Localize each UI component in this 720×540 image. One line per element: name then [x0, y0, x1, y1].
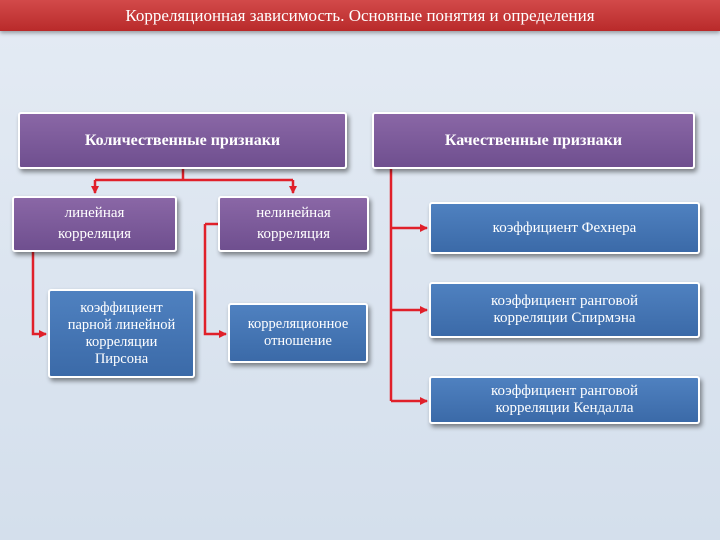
- pearson-line2: парной линейной: [67, 316, 176, 333]
- arrow-to-pearson: [31, 252, 47, 338]
- box-linear-correlation: линейная корреляция: [12, 196, 177, 252]
- pearson-line4: Пирсона: [94, 350, 149, 367]
- ratio-line1: корреляционное: [247, 316, 349, 332]
- spearman-line1: коэффициент ранговой: [491, 293, 638, 309]
- ratio-line2: отношение: [264, 333, 332, 349]
- box-qualitative: Качественные признаки: [372, 112, 695, 169]
- box-correlation-ratio: корреляционное отношение: [228, 303, 368, 363]
- pearson-line3: корреляции: [85, 333, 158, 350]
- box-pearson: коэффициент парной линейной корреляции П…: [48, 289, 195, 378]
- arrow-to-ratio: [203, 224, 227, 338]
- box-kendall: коэффициент ранговой корреляции Кендалла: [429, 376, 700, 424]
- nonlinear-line2: корреляция: [256, 226, 331, 242]
- box-fechner: коэффициент Фехнера: [429, 202, 700, 254]
- box-spearman: коэффициент ранговой корреляции Спирмэна: [429, 282, 700, 338]
- box-quantitative: Количественные признаки: [18, 112, 347, 169]
- box-nonlinear-correlation: нелинейная корреляция: [218, 196, 369, 252]
- linear-line2: корреляция: [57, 226, 132, 242]
- nonlinear-line1: нелинейная: [256, 205, 331, 221]
- pearson-line1: коэффициент: [80, 299, 163, 316]
- linear-line1: линейная: [64, 205, 125, 221]
- spearman-line2: корреляции Спирмэна: [493, 310, 636, 326]
- slide-title: Корреляционная зависимость. Основные пон…: [0, 0, 720, 31]
- kendall-line1: коэффициент ранговой: [491, 383, 638, 399]
- kendall-line2: корреляции Кендалла: [495, 400, 634, 416]
